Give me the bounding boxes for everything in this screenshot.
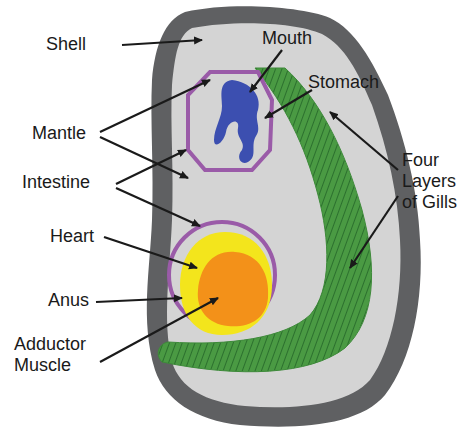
part-label: Heart bbox=[50, 226, 120, 247]
part-label: Intestine bbox=[22, 172, 122, 193]
gills bbox=[158, 68, 371, 372]
part-label: Four Layers of Gills bbox=[402, 150, 472, 213]
part-label: Shell bbox=[46, 34, 126, 55]
heart bbox=[180, 232, 272, 335]
part-label: Adductor Muscle bbox=[14, 334, 114, 376]
part-label: Mantle bbox=[32, 123, 112, 144]
part-label: Stomach bbox=[308, 72, 418, 93]
adductor-muscle bbox=[198, 252, 268, 326]
intestine bbox=[188, 72, 272, 170]
shell bbox=[147, 6, 421, 426]
part-label: Anus bbox=[48, 290, 108, 311]
stomach bbox=[214, 80, 259, 163]
part-label: Mouth bbox=[262, 28, 342, 49]
